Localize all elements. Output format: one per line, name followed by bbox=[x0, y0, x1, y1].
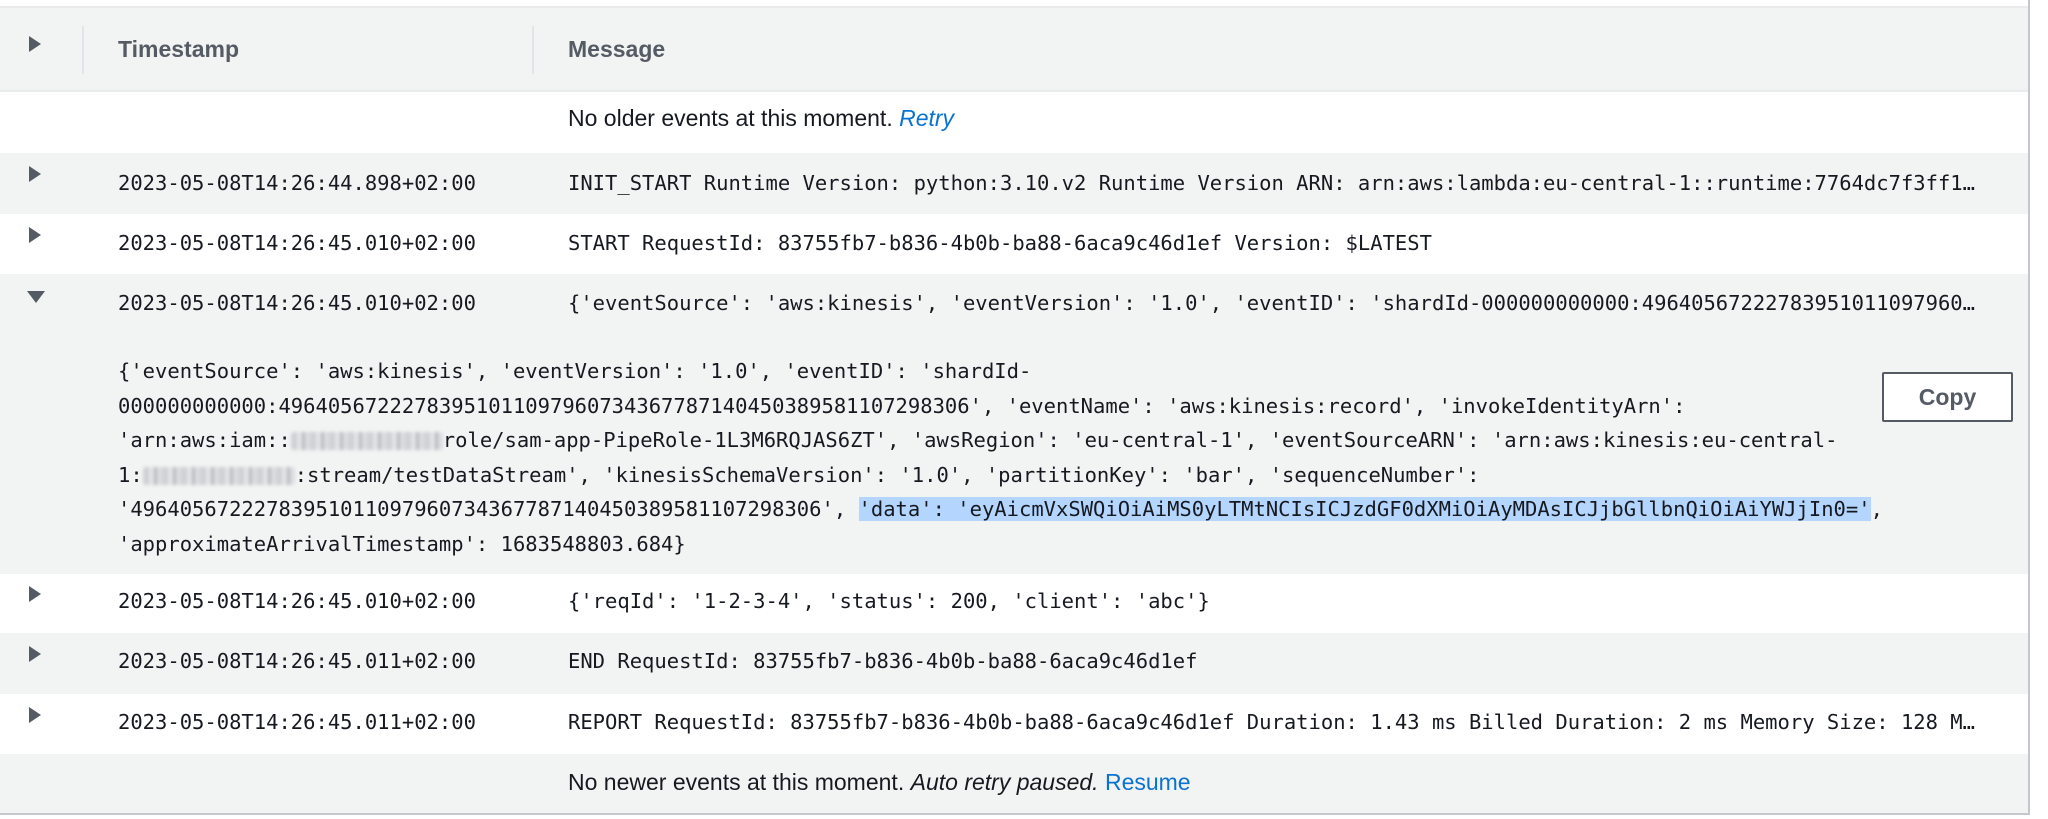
event-message: INIT_START Runtime Version: python:3.10.… bbox=[568, 171, 1975, 195]
retry-link[interactable]: Retry bbox=[899, 105, 955, 131]
event-detail-json[interactable]: {'eventSource': 'aws:kinesis', 'eventVer… bbox=[118, 354, 1898, 561]
event-timestamp: 2023-05-08T14:26:45.011+02:00 bbox=[118, 649, 476, 673]
redacted-account-id bbox=[142, 466, 295, 485]
column-divider bbox=[82, 26, 84, 74]
detail-line: :stream/testDataStream', 'kinesisSchemaV… bbox=[294, 462, 1480, 487]
table-row[interactable]: 2023-05-08T14:26:45.010+02:00 {'reqId': … bbox=[0, 572, 2028, 633]
detail-line: role/sam-app-PipeRole-1L3M6RQJAS6ZT', 'a… bbox=[442, 428, 1838, 452]
column-header-message[interactable]: Message bbox=[568, 36, 666, 62]
caret-right-icon[interactable] bbox=[29, 707, 41, 723]
older-events-notice: No older events at this moment. Retry bbox=[0, 91, 2028, 153]
caret-right-icon[interactable] bbox=[29, 227, 41, 243]
detail-line: 1: bbox=[118, 462, 143, 487]
event-message: {'reqId': '1-2-3-4', 'status': 200, 'cli… bbox=[568, 589, 1210, 613]
column-header-timestamp[interactable]: Timestamp bbox=[118, 36, 240, 62]
column-resize-handle[interactable] bbox=[532, 26, 534, 74]
table-top-border bbox=[0, 6, 2028, 8]
table-header: Timestamp Message bbox=[0, 8, 2028, 92]
auto-retry-paused-text: Auto retry paused. bbox=[910, 769, 1099, 795]
caret-right-icon[interactable] bbox=[29, 586, 41, 602]
table-row[interactable]: 2023-05-08T14:26:44.898+02:00 INIT_START… bbox=[0, 153, 2028, 214]
table-row-expanded[interactable]: 2023-05-08T14:26:45.010+02:00 {'eventSou… bbox=[0, 274, 2028, 574]
event-timestamp: 2023-05-08T14:26:45.010+02:00 bbox=[118, 291, 476, 315]
resume-link[interactable]: Resume bbox=[1104, 769, 1191, 795]
selected-text: 'data': 'eyAicmVxSWQiOiAiMS0yLTMtNCIsICJ… bbox=[858, 497, 1871, 521]
detail-line: 'arn:aws:iam:: bbox=[118, 428, 291, 452]
event-timestamp: 2023-05-08T14:26:45.010+02:00 bbox=[118, 231, 476, 255]
older-events-text: No older events at this moment. bbox=[568, 105, 893, 131]
detail-line: {'eventSource': 'aws:kinesis', 'eventVer… bbox=[118, 359, 1032, 383]
detail-line: 000000000000:496405672227839510110979607… bbox=[118, 393, 1686, 418]
event-message: REPORT RequestId: 83755fb7-b836-4b0b-ba8… bbox=[568, 710, 1975, 734]
detail-line: 'approximateArrivalTimestamp': 168354880… bbox=[118, 531, 686, 556]
event-timestamp: 2023-05-08T14:26:44.898+02:00 bbox=[118, 171, 476, 195]
detail-line: '496405672227839510110979607343677871404… bbox=[118, 497, 859, 521]
event-timestamp: 2023-05-08T14:26:45.011+02:00 bbox=[118, 710, 476, 734]
detail-line: , bbox=[1870, 497, 1883, 521]
event-message: START RequestId: 83755fb7-b836-4b0b-ba88… bbox=[568, 231, 1432, 255]
newer-events-text: No newer events at this moment. bbox=[568, 769, 905, 795]
table-row[interactable]: 2023-05-08T14:26:45.011+02:00 REPORT Req… bbox=[0, 694, 2028, 754]
event-timestamp: 2023-05-08T14:26:45.010+02:00 bbox=[118, 589, 476, 613]
event-message: {'eventSource': 'aws:kinesis', 'eventVer… bbox=[568, 291, 1975, 315]
table-row[interactable]: 2023-05-08T14:26:45.010+02:00 START Requ… bbox=[0, 214, 2028, 274]
newer-events-notice: No newer events at this moment. Auto ret… bbox=[0, 754, 2028, 813]
expand-all-caret-right-icon[interactable] bbox=[29, 36, 41, 52]
event-message: END RequestId: 83755fb7-b836-4b0b-ba88-6… bbox=[568, 649, 1198, 673]
copy-button[interactable]: Copy bbox=[1882, 372, 2013, 422]
redacted-account-id bbox=[290, 432, 443, 450]
caret-right-icon[interactable] bbox=[29, 166, 41, 182]
caret-right-icon[interactable] bbox=[29, 646, 41, 662]
table-row[interactable]: 2023-05-08T14:26:45.011+02:00 END Reques… bbox=[0, 633, 2028, 694]
caret-down-icon[interactable] bbox=[27, 291, 45, 303]
